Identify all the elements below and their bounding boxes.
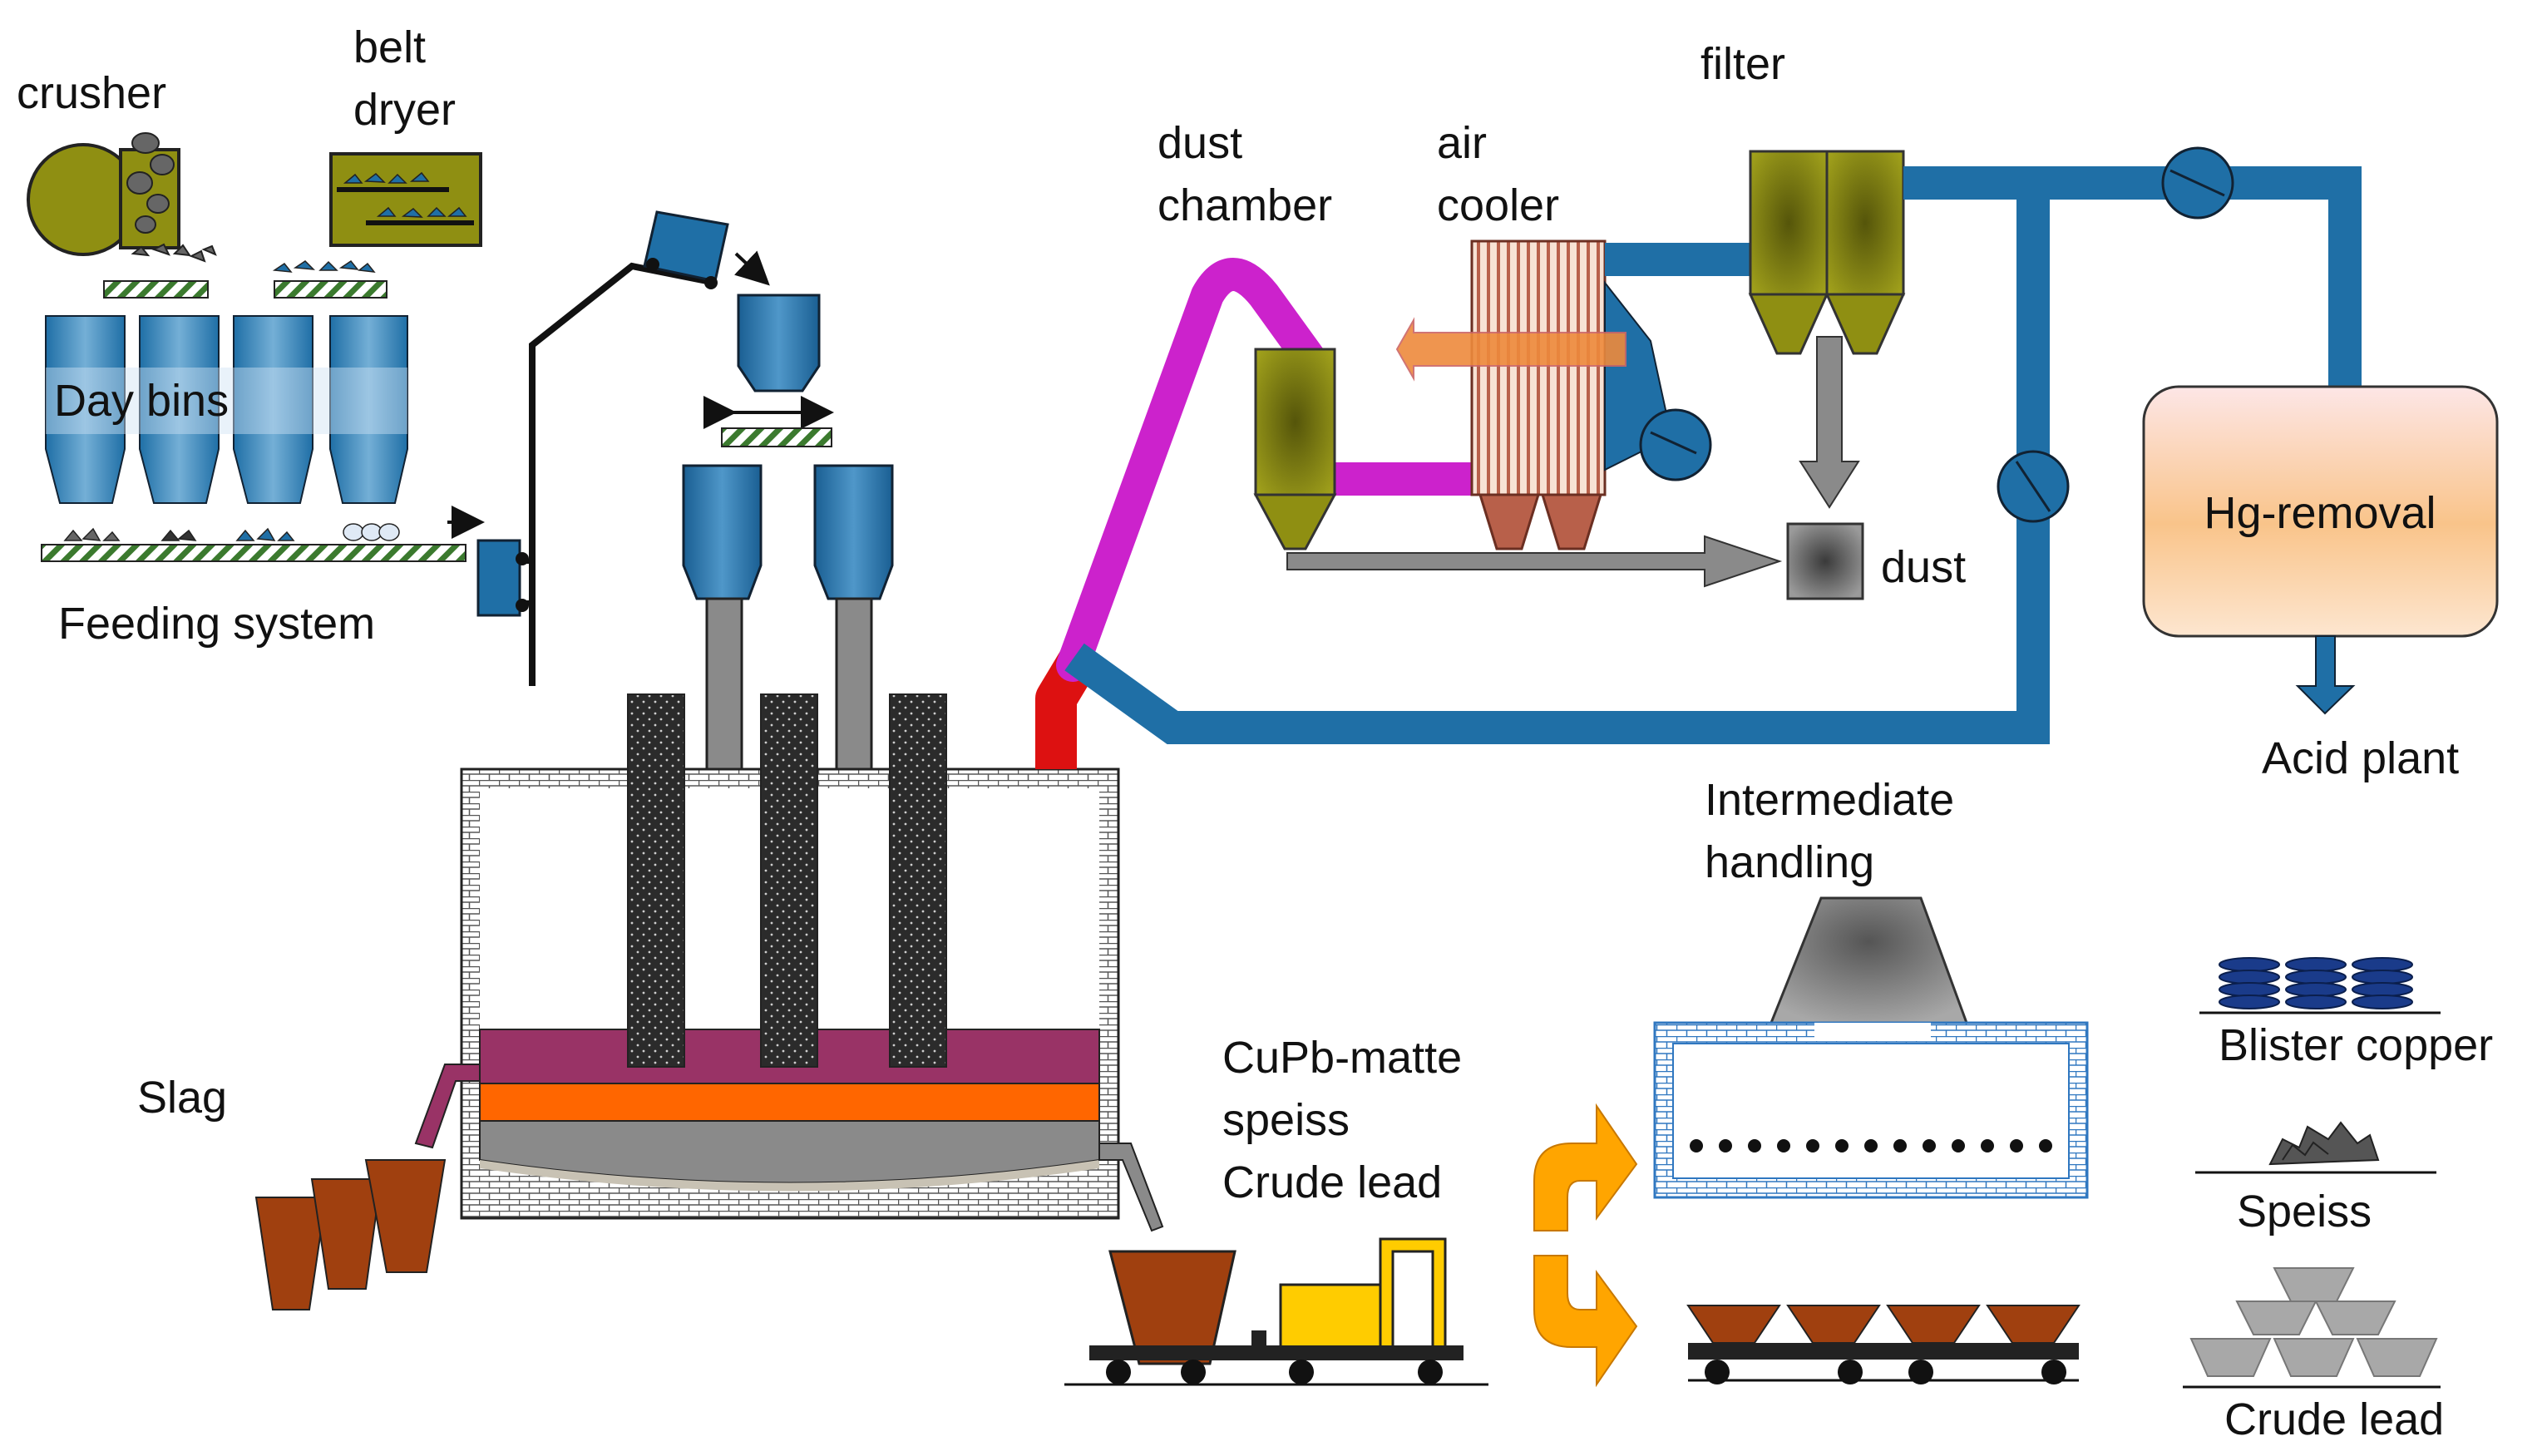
feeding-conveyor xyxy=(41,544,466,562)
belt-dryer-label-1: belt xyxy=(353,22,426,72)
feeding-belt-material xyxy=(63,523,400,541)
intermediate-furnace xyxy=(1653,896,2089,1199)
blister-copper-label: Blister copper xyxy=(2219,1020,2493,1070)
dryer-belt xyxy=(274,280,387,299)
speiss-pile xyxy=(2195,1121,2436,1174)
crusher-belt xyxy=(103,280,209,299)
speiss-label: Speiss xyxy=(2237,1187,2372,1236)
dust-chamber-label-1: dust xyxy=(1158,118,1242,168)
intermediate-label-2: handling xyxy=(1705,837,1874,887)
charging-hopper xyxy=(703,294,834,447)
routing-arrows xyxy=(1533,1103,1638,1388)
gas-fans xyxy=(1997,146,2234,523)
belt-dryer xyxy=(272,152,482,273)
belt-dryer-label-2: dryer xyxy=(353,85,456,135)
offgas-duct-magenta xyxy=(1056,258,1335,682)
slag-label: Slag xyxy=(137,1073,227,1123)
magenta-duct-chamber-link xyxy=(1329,462,1472,496)
slag-pots xyxy=(254,1159,447,1310)
filter-label: filter xyxy=(1700,39,1785,89)
dust-conveyor xyxy=(1286,535,1783,588)
intermediate-label-1: Intermediate xyxy=(1705,775,1954,825)
transport-vehicle xyxy=(1064,1237,1488,1386)
dust-chamber-label-2: chamber xyxy=(1158,180,1332,230)
skip-hoist xyxy=(476,210,770,686)
air-cooler xyxy=(1395,239,1750,550)
ladle-car-train xyxy=(1686,1305,2081,1384)
hg-removal-label: Hg-removal xyxy=(2204,488,2436,538)
dust-label: dust xyxy=(1881,542,1966,592)
hg-removal-unit xyxy=(2142,385,2499,715)
cupb-matte-label: CuPb-matte xyxy=(1222,1033,1462,1083)
blister-copper-stack xyxy=(2199,957,2441,1014)
furnace xyxy=(414,693,1164,1232)
crude-lead-label: Crude lead xyxy=(2224,1394,2444,1444)
crusher-label: crusher xyxy=(17,68,166,118)
filter xyxy=(1748,150,1906,509)
dust-bin xyxy=(1786,522,1864,600)
crude-lead-ingots xyxy=(2189,1267,2438,1377)
dust-chamber xyxy=(1253,348,1337,550)
crude-lead-line-label: Crude lead xyxy=(1222,1157,1442,1207)
acid-plant-label: Acid plant xyxy=(2262,733,2459,783)
air-cooler-label-1: air xyxy=(1437,118,1487,168)
air-cooler-label-2: cooler xyxy=(1437,180,1559,230)
furnace-feed-bins xyxy=(682,464,894,787)
day-bins-label: Day bins xyxy=(54,376,229,426)
day-bins xyxy=(45,315,408,504)
speiss-line-label: speiss xyxy=(1222,1095,1350,1145)
crusher xyxy=(27,132,217,263)
feeding-system-label: Feeding system xyxy=(58,599,375,649)
